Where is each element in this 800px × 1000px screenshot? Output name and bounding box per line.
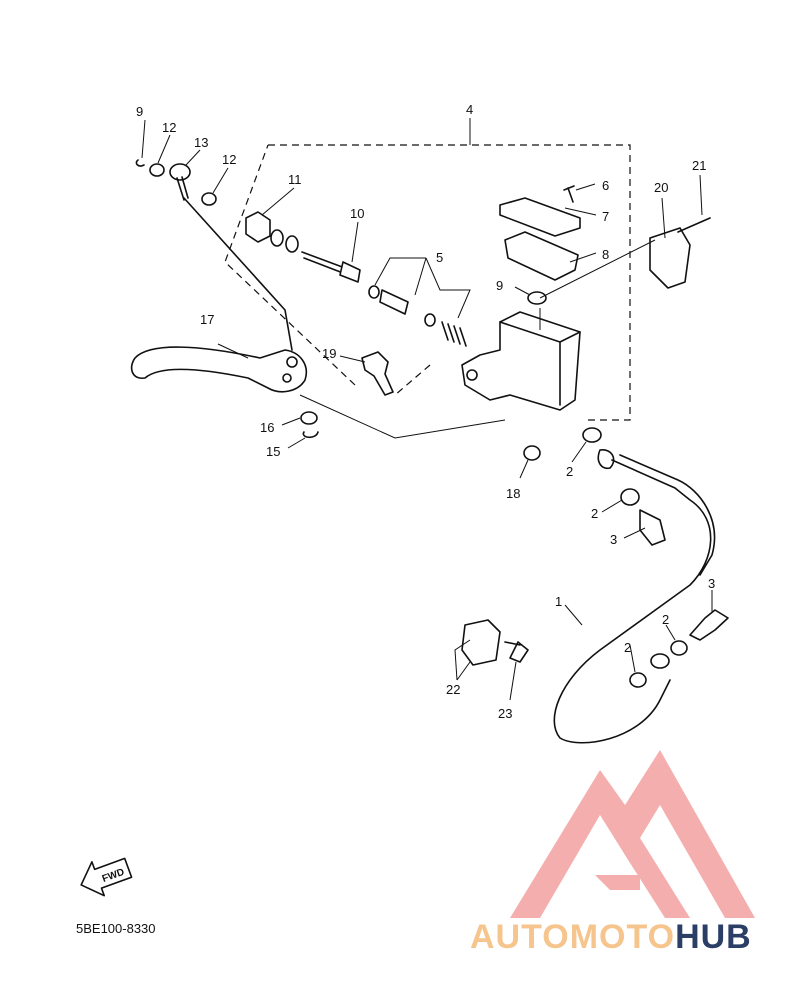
push-rod xyxy=(301,251,361,283)
washer-16 xyxy=(300,411,318,425)
callout-10: 10 xyxy=(350,206,364,221)
clip-14 xyxy=(135,159,145,167)
callout-17: 17 xyxy=(200,312,214,327)
nut-12-right xyxy=(201,192,217,206)
master-cylinder xyxy=(461,311,581,411)
callout-12-a: 12 xyxy=(162,120,176,135)
callout-labels: 9 12 13 12 11 10 4 5 6 7 8 9 20 21 19 17… xyxy=(136,102,715,721)
callout-15: 15 xyxy=(266,444,280,459)
callout-9: 9 xyxy=(496,278,503,293)
callout-11: 11 xyxy=(288,172,302,187)
piston-kit xyxy=(368,285,467,347)
switch-bracket xyxy=(649,217,711,289)
callout-2-d: 2 xyxy=(624,640,631,655)
watermark-text: AUTOMOTOHUB xyxy=(470,918,752,957)
clutch-hose xyxy=(553,427,729,744)
callout-14: 9 xyxy=(136,104,143,119)
callout-3-a: 3 xyxy=(610,532,617,547)
watermark-logo-icon xyxy=(510,750,755,918)
callout-1: 1 xyxy=(555,594,562,609)
callout-6: 6 xyxy=(602,178,609,193)
pivot-bolt xyxy=(169,163,293,351)
dust-boot xyxy=(245,211,299,253)
callout-8: 8 xyxy=(602,247,609,262)
fwd-arrow-icon: FWD xyxy=(80,857,133,897)
nut-18 xyxy=(523,445,541,461)
reservoir-cap xyxy=(499,185,581,305)
callout-2-a: 2 xyxy=(566,464,573,479)
callout-13: 13 xyxy=(194,135,208,150)
callout-19: 19 xyxy=(322,346,336,361)
bolt-19 xyxy=(361,351,394,396)
callout-3-b: 3 xyxy=(708,576,715,591)
callout-23: 23 xyxy=(498,706,512,721)
assembly-boundary xyxy=(224,144,631,421)
nut-12-left xyxy=(149,163,165,177)
clutch-switch xyxy=(461,619,529,666)
callout-20: 20 xyxy=(654,180,668,195)
callout-21: 21 xyxy=(692,158,706,173)
callout-22: 22 xyxy=(446,682,460,697)
clutch-lever xyxy=(130,346,307,393)
callout-2-c: 2 xyxy=(662,612,669,627)
callout-2-b: 2 xyxy=(591,506,598,521)
watermark-text-part2: HUB xyxy=(675,918,752,956)
callout-5: 5 xyxy=(436,250,443,265)
part-code: 5BE100-8330 xyxy=(76,921,156,936)
watermark-text-part1: AUTOMOTO xyxy=(470,918,676,956)
callout-4: 4 xyxy=(466,102,473,117)
callout-12-b: 12 xyxy=(222,152,236,167)
leader-lines xyxy=(141,118,713,701)
callout-7: 7 xyxy=(602,209,609,224)
callout-18: 18 xyxy=(506,486,520,501)
clip-15 xyxy=(302,431,319,439)
callout-16: 16 xyxy=(260,420,274,435)
